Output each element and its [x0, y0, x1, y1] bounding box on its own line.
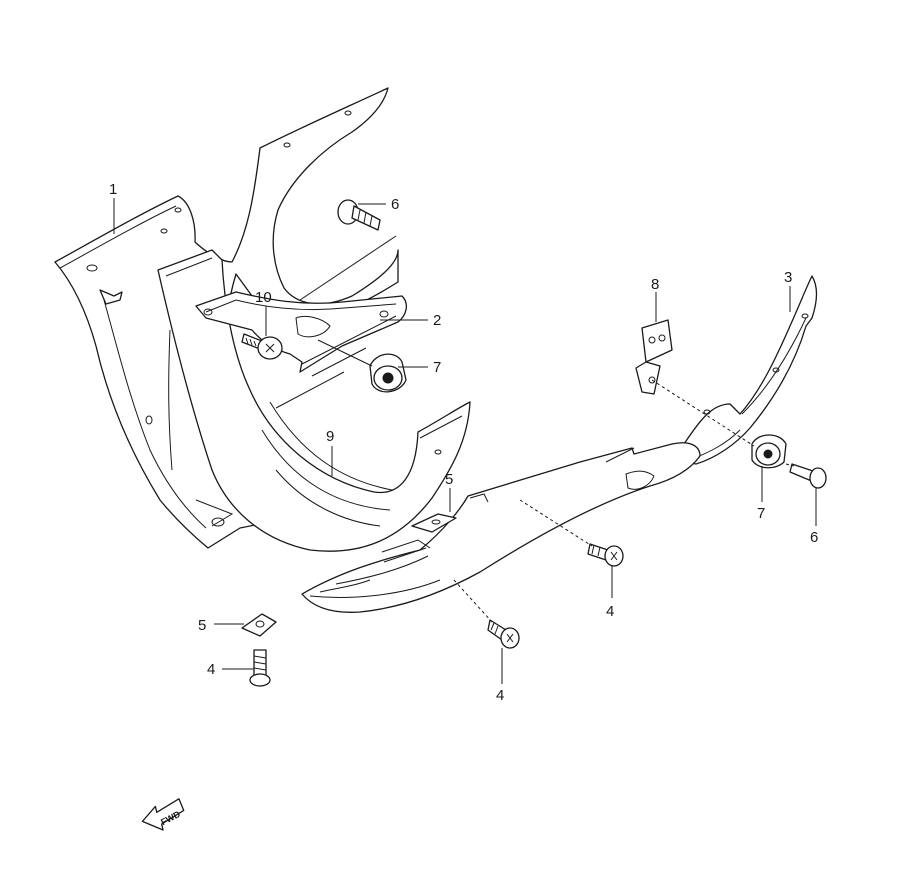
fwd-arrow-icon: FWD — [141, 798, 185, 831]
callouts: 1 6 10 2 7 8 3 9 5 7 6 4 5 4 4 — [109, 181, 818, 704]
callout-5-lower: 5 — [198, 617, 206, 634]
callout-7-right: 7 — [757, 505, 765, 522]
callout-6-upper: 6 — [391, 196, 399, 213]
part-5-clip-nut-mid — [411, 513, 457, 533]
callout-2: 2 — [433, 312, 441, 329]
part-4-screw-right — [587, 543, 624, 567]
assembly-lines — [299, 235, 795, 623]
part-5-clip-nut-lower — [241, 613, 277, 637]
leader-lines — [113, 198, 817, 684]
callout-4-mid: 4 — [496, 687, 504, 704]
part-10-screw — [241, 333, 283, 360]
callout-1: 1 — [109, 181, 117, 198]
callout-10: 10 — [255, 289, 272, 306]
part-8-plate — [635, 319, 673, 395]
part-4-screw-lower — [249, 649, 271, 687]
callout-4-lower: 4 — [207, 661, 215, 678]
part-3-side-rail — [683, 275, 818, 465]
part-2-bracket — [195, 291, 408, 409]
callout-3: 3 — [784, 269, 792, 286]
callout-9: 9 — [326, 428, 334, 445]
callout-6-right: 6 — [810, 529, 818, 546]
callout-4-right: 4 — [606, 603, 614, 620]
callout-5-mid: 5 — [445, 471, 453, 488]
part-4-screw-mid — [487, 619, 520, 649]
part-7-grommet-right — [751, 434, 787, 469]
part-9-inner-cover — [157, 249, 471, 552]
callout-7-left: 7 — [433, 359, 441, 376]
part-7-grommet-left — [369, 353, 407, 393]
callout-8: 8 — [651, 276, 659, 293]
part-6-bolt-upper — [337, 199, 381, 231]
part-6-bolt-right — [789, 463, 827, 489]
lower-floor-pan — [301, 442, 701, 613]
